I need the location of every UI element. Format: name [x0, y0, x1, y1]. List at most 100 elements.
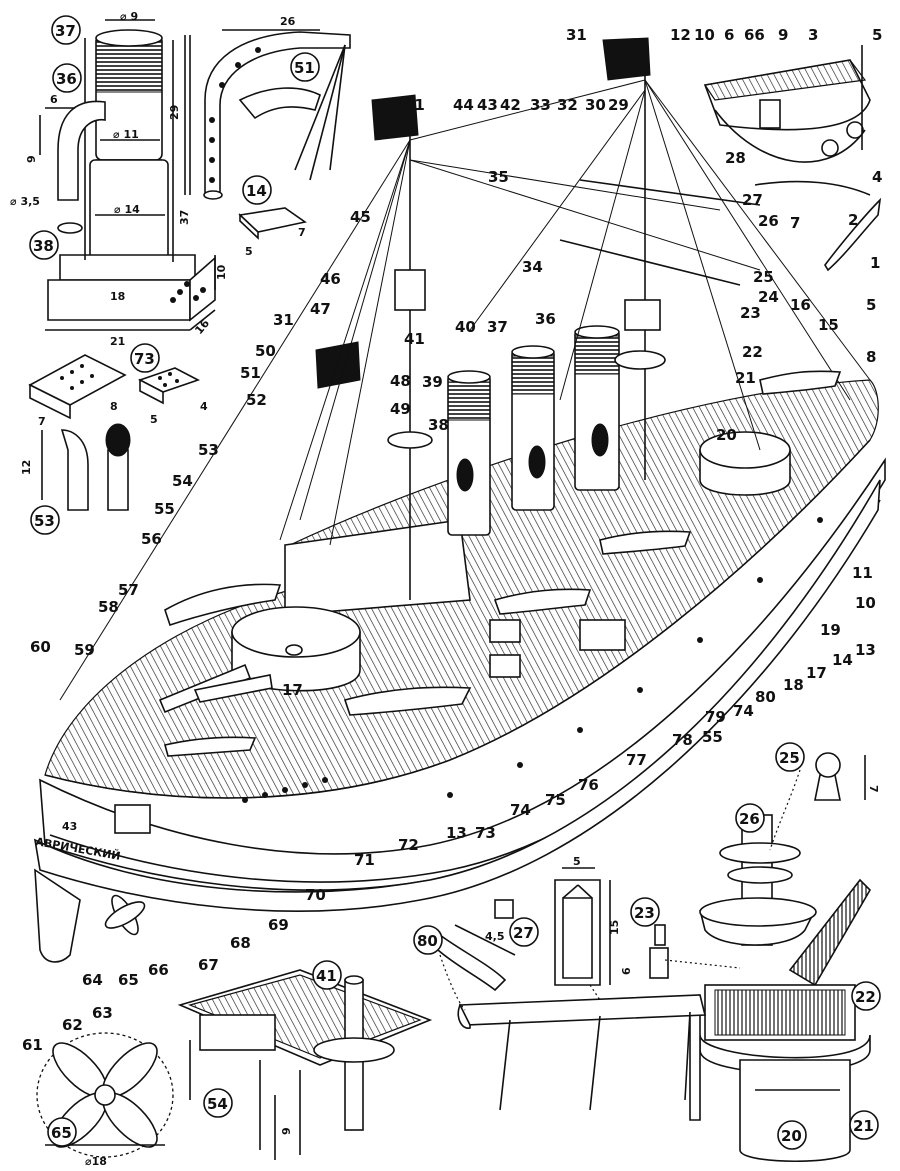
svg-text:21: 21 — [735, 369, 756, 387]
svg-text:70: 70 — [305, 886, 326, 904]
svg-text:38: 38 — [428, 416, 449, 434]
ladder-detail: 5 15 — [554, 855, 621, 986]
svg-text:⌀ 9: ⌀ 9 — [120, 10, 138, 23]
svg-text:53: 53 — [198, 441, 219, 459]
svg-text:5: 5 — [866, 296, 876, 314]
svg-text:69: 69 — [268, 916, 289, 934]
svg-text:73: 73 — [475, 824, 496, 842]
funnel-detail: ⌀ 9 ⌀ 11 ⌀ 14 18 21 10 16 37 6 9 ⌀ 3,5 — [10, 10, 320, 348]
svg-text:25: 25 — [779, 749, 800, 767]
svg-text:59: 59 — [74, 641, 95, 659]
svg-text:4: 4 — [872, 168, 882, 186]
svg-text:54: 54 — [172, 472, 193, 490]
svg-text:41: 41 — [404, 330, 425, 348]
svg-text:4,5: 4,5 — [485, 930, 505, 943]
svg-text:7: 7 — [867, 785, 880, 793]
svg-text:52: 52 — [246, 391, 267, 409]
svg-text:49: 49 — [390, 400, 411, 418]
svg-text:24: 24 — [758, 288, 779, 306]
svg-text:2: 2 — [848, 211, 858, 229]
svg-text:40: 40 — [455, 318, 476, 336]
cowl-detail: 12 — [20, 423, 131, 511]
svg-text:14: 14 — [246, 182, 267, 200]
svg-text:22: 22 — [742, 343, 763, 361]
svg-text:26: 26 — [280, 15, 296, 28]
svg-text:38: 38 — [33, 237, 54, 255]
svg-text:8: 8 — [110, 400, 118, 413]
svg-text:44: 44 — [453, 96, 474, 114]
callout-labels: 31 44 43 42 33 32 30 29 31 12 10 6 66 9 … — [22, 26, 882, 1054]
davit-detail: 26 29 — [168, 15, 351, 200]
rudder — [34, 868, 81, 963]
svg-text:42: 42 — [500, 96, 521, 114]
svg-text:71: 71 — [354, 851, 375, 869]
svg-text:29: 29 — [608, 96, 629, 114]
svg-text:9: 9 — [25, 155, 38, 163]
svg-text:27: 27 — [513, 924, 534, 942]
svg-text:33: 33 — [530, 96, 551, 114]
svg-text:63: 63 — [92, 1004, 113, 1022]
svg-text:16: 16 — [790, 296, 811, 314]
svg-text:65: 65 — [51, 1124, 72, 1142]
svg-text:35: 35 — [488, 168, 509, 186]
svg-text:55: 55 — [154, 500, 175, 518]
svg-text:56: 56 — [141, 530, 162, 548]
svg-text:10: 10 — [215, 264, 228, 280]
svg-text:22: 22 — [855, 988, 876, 1006]
svg-text:6: 6 — [724, 26, 734, 44]
lamp-detail: 6 — [620, 924, 669, 979]
svg-text:48: 48 — [390, 372, 411, 390]
svg-text:47: 47 — [310, 300, 331, 318]
svg-text:20: 20 — [781, 1127, 802, 1145]
svg-text:12: 12 — [20, 460, 33, 475]
searchlight-detail: 7 — [814, 752, 880, 801]
svg-text:36: 36 — [535, 310, 556, 328]
svg-text:6: 6 — [620, 967, 633, 975]
svg-text:66: 66 — [744, 26, 765, 44]
funnels — [447, 325, 620, 536]
masts — [387, 70, 761, 600]
stern-detail — [703, 45, 882, 272]
svg-text:26: 26 — [758, 212, 779, 230]
svg-text:12: 12 — [670, 26, 691, 44]
svg-text:13: 13 — [855, 641, 876, 659]
svg-text:64: 64 — [82, 971, 103, 989]
svg-text:54: 54 — [207, 1095, 228, 1113]
svg-text:37: 37 — [55, 22, 76, 40]
svg-text:50: 50 — [255, 342, 276, 360]
walkway-detail — [457, 994, 707, 1111]
svg-text:36: 36 — [56, 70, 77, 88]
svg-text:51: 51 — [240, 364, 261, 382]
svg-text:41: 41 — [316, 967, 337, 985]
svg-text:11: 11 — [852, 564, 873, 582]
svg-text:3: 3 — [808, 26, 818, 44]
svg-text:37: 37 — [487, 318, 508, 336]
part-27 — [494, 899, 514, 919]
svg-text:53: 53 — [34, 512, 55, 530]
svg-text:45: 45 — [350, 208, 371, 226]
svg-text:77: 77 — [626, 751, 647, 769]
svg-text:76: 76 — [578, 776, 599, 794]
svg-text:4: 4 — [200, 400, 208, 413]
svg-text:32: 32 — [557, 96, 578, 114]
svg-text:27: 27 — [742, 191, 763, 209]
svg-text:6: 6 — [50, 93, 58, 106]
boats — [164, 370, 842, 757]
svg-text:68: 68 — [230, 934, 251, 952]
main-ship-drawing: АВРИЧЕСКИЙ 43 — [33, 37, 886, 963]
svg-text:31: 31 — [273, 311, 294, 329]
svg-text:9: 9 — [778, 26, 788, 44]
svg-text:73: 73 — [134, 350, 155, 368]
svg-text:29: 29 — [168, 105, 181, 120]
platform-detail: 9 — [177, 969, 433, 1160]
svg-text:58: 58 — [98, 598, 119, 616]
svg-text:9: 9 — [280, 1127, 293, 1135]
svg-text:60: 60 — [30, 638, 51, 656]
propeller-on-hull — [104, 894, 146, 936]
svg-text:⌀ 14: ⌀ 14 — [114, 203, 140, 216]
svg-text:5: 5 — [573, 855, 581, 868]
svg-text:65: 65 — [118, 971, 139, 989]
svg-text:10: 10 — [694, 26, 715, 44]
svg-text:19: 19 — [820, 621, 841, 639]
